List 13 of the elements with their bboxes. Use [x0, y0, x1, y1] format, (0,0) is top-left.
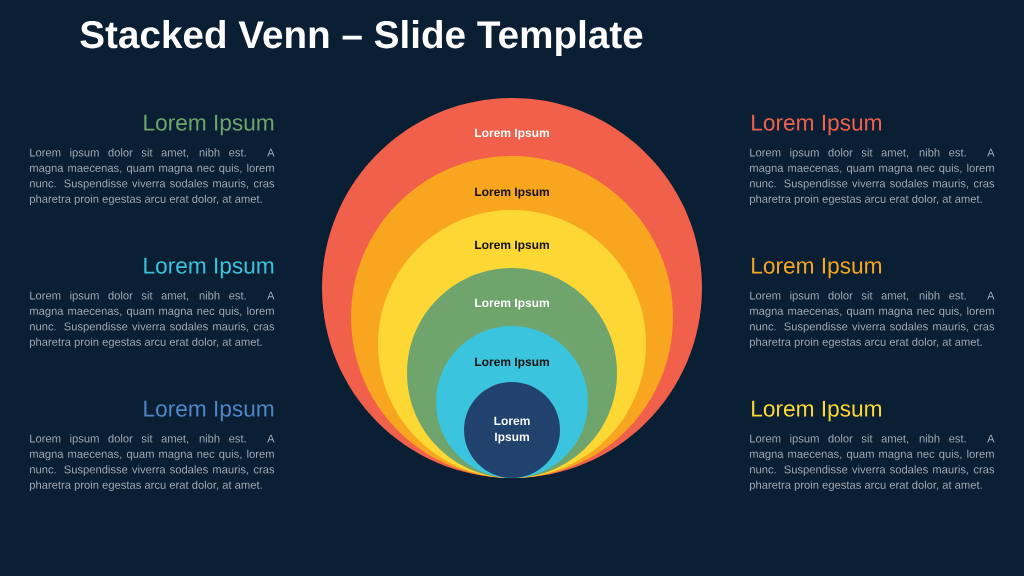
heading: Lorem Ipsum	[752, 257, 882, 279]
paragraph: Lorem ipsum dolor sit amet, nibh est. A magna maecenas, quam magna nec quis, lorem nunc. Suspendisse viverra sodales mauris, cras pharetra proin egestas arcu erat dolor, at amet.	[750, 291, 995, 349]
heading: Lorem Ipsum	[144, 114, 274, 136]
paragraph: Lorem ipsum dolor sit amet, nibh est. A magna maecenas, quam magna nec quis, lorem nunc. Suspendisse viverra sodales mauris, cras pharetra proin egestas arcu erat dolor, at amet.	[30, 434, 275, 492]
heading: Lorem Ipsum	[144, 400, 274, 422]
paragraph: Lorem ipsum dolor sit amet, nibh est. A magna maecenas, quam magna nec quis, lorem nunc. Suspendisse viverra sodales mauris, cras pharetra proin egestas arcu erat dolor, at amet.	[750, 434, 995, 492]
paragraph: Lorem ipsum dolor sit amet, nibh est. A magna maecenas, quam magna nec quis, lorem nunc. Suspendisse viverra sodales mauris, cras pharetra proin egestas arcu erat dolor, at amet.	[30, 148, 275, 206]
heading: Lorem Ipsum	[752, 400, 882, 422]
heading: Lorem Ipsum	[752, 114, 882, 136]
paragraph: Lorem ipsum dolor sit amet, nibh est. A magna maecenas, quam magna nec quis, lorem nunc. Suspendisse viverra sodales mauris, cras pharetra proin egestas arcu erat dolor, at amet.	[750, 148, 995, 206]
heading: Lorem Ipsum	[144, 257, 274, 279]
title: Stacked Venn – Slide Template	[80, 20, 643, 57]
paragraph: Lorem ipsum dolor sit amet, nibh est. A magna maecenas, quam magna nec quis, lorem nunc. Suspendisse viverra sodales mauris, cras pharetra proin egestas arcu erat dolor, at amet.	[30, 291, 275, 349]
